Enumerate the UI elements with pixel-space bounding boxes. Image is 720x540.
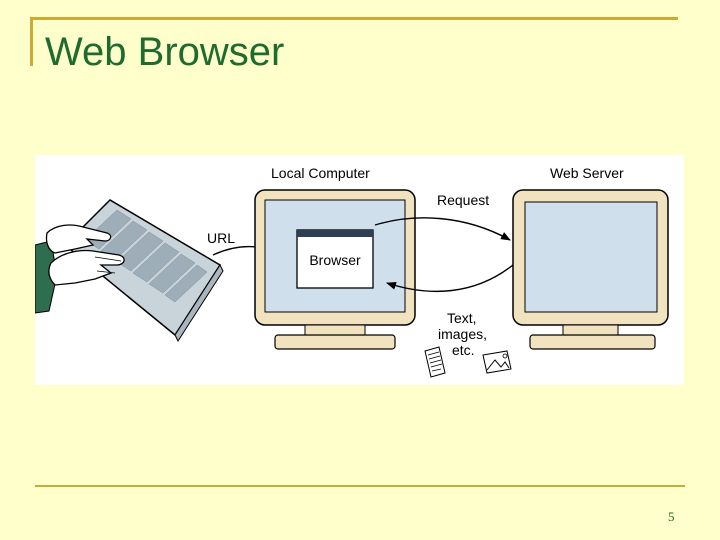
image-icon xyxy=(482,350,512,374)
slide-title: Web Browser xyxy=(45,30,285,74)
response-arrow xyxy=(386,264,514,292)
request-label: Request xyxy=(437,192,489,208)
server-monitor-screen xyxy=(524,201,658,313)
request-arrow xyxy=(374,217,511,241)
web-server-monitor xyxy=(512,189,669,350)
server-monitor-stand xyxy=(529,334,656,350)
keyboard-front-edge xyxy=(174,263,224,343)
url-label: URL xyxy=(207,230,235,246)
diagram-canvas: URL Local Computer Browser Request Text,… xyxy=(34,165,669,378)
response-label-line-3: etc. xyxy=(452,342,475,358)
browser-title-bar xyxy=(297,230,373,237)
text-document-icon xyxy=(424,346,446,378)
top-rule xyxy=(30,17,678,20)
browser-window: Browser xyxy=(296,229,374,289)
keyboard-with-hands-icon xyxy=(34,199,224,343)
left-hand xyxy=(45,224,112,254)
response-label-line-1: Text, xyxy=(447,310,477,326)
page-number: 5 xyxy=(668,509,675,524)
browser-window-frame xyxy=(296,229,374,289)
bottom-rule xyxy=(35,485,685,487)
local-monitor-stand xyxy=(274,334,396,350)
local-computer-label: Local Computer xyxy=(271,165,370,181)
right-hand xyxy=(48,249,125,286)
browser-label: Browser xyxy=(309,252,361,268)
web-server-label: Web Server xyxy=(550,165,624,181)
local-monitor-neck xyxy=(304,324,366,336)
title-side-rule xyxy=(30,17,33,66)
response-label-line-2: images, xyxy=(438,326,487,342)
server-monitor-neck xyxy=(562,324,619,336)
keyboard-keys xyxy=(84,209,208,303)
web-browser-diagram: URL Local Computer Browser Request Text,… xyxy=(34,155,684,385)
